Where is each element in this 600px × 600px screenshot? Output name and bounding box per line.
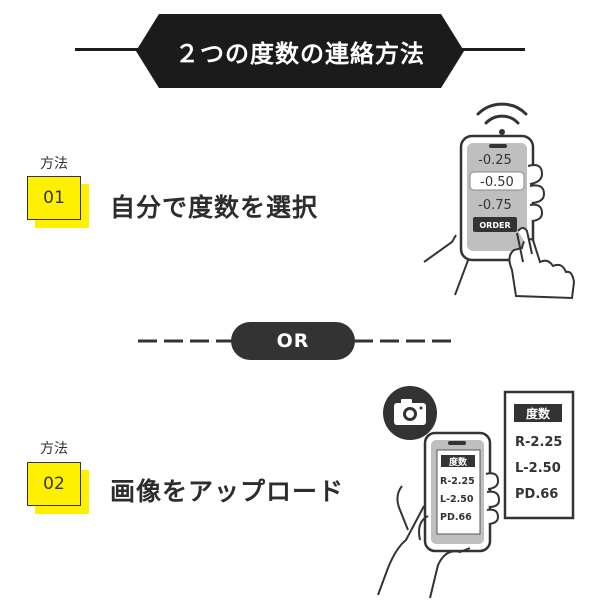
method-number-badge: 01 bbox=[27, 176, 81, 220]
phone-card-title: 度数 bbox=[449, 456, 468, 468]
camera-icon bbox=[394, 399, 426, 425]
card-line: R-2.25 bbox=[515, 435, 562, 450]
method-number: 01 bbox=[43, 188, 65, 208]
method-number-badge: 02 bbox=[27, 462, 81, 506]
order-button-label[interactable]: ORDER bbox=[479, 221, 510, 230]
phone-card-line: R-2.25 bbox=[440, 476, 475, 487]
card-line: L-2.50 bbox=[515, 461, 561, 476]
page-title: ２つの度数の連絡方法 bbox=[136, 14, 464, 88]
phone-card-line: L-2.50 bbox=[440, 494, 474, 505]
upload-illustration: 度数 R-2.25 L-2.50 PD.66 度数 R-2.25 L-2.50 … bbox=[377, 386, 575, 599]
phone-card-line: PD.66 bbox=[440, 512, 472, 523]
method-label: 画像をアップロード bbox=[110, 477, 345, 506]
phone-select-illustration: -0.25 -0.50 -0.75 ORDER bbox=[423, 102, 576, 300]
card-title: 度数 bbox=[526, 406, 551, 421]
header-line-left bbox=[75, 48, 145, 51]
method-label: 自分で度数を選択 bbox=[110, 193, 319, 222]
option-value[interactable]: -0.25 bbox=[478, 153, 512, 168]
option-value[interactable]: -0.75 bbox=[478, 198, 512, 213]
card-line: PD.66 bbox=[515, 487, 558, 502]
method-number: 02 bbox=[43, 474, 65, 494]
or-divider: OR bbox=[231, 322, 355, 360]
selected-option-box[interactable] bbox=[469, 171, 525, 191]
header-line-right bbox=[455, 48, 525, 51]
order-button[interactable] bbox=[473, 217, 517, 232]
method-caption: 方法 bbox=[40, 441, 68, 457]
method-caption: 方法 bbox=[40, 156, 68, 172]
option-value-selected[interactable]: -0.50 bbox=[480, 175, 514, 190]
wifi-icon bbox=[476, 102, 528, 135]
